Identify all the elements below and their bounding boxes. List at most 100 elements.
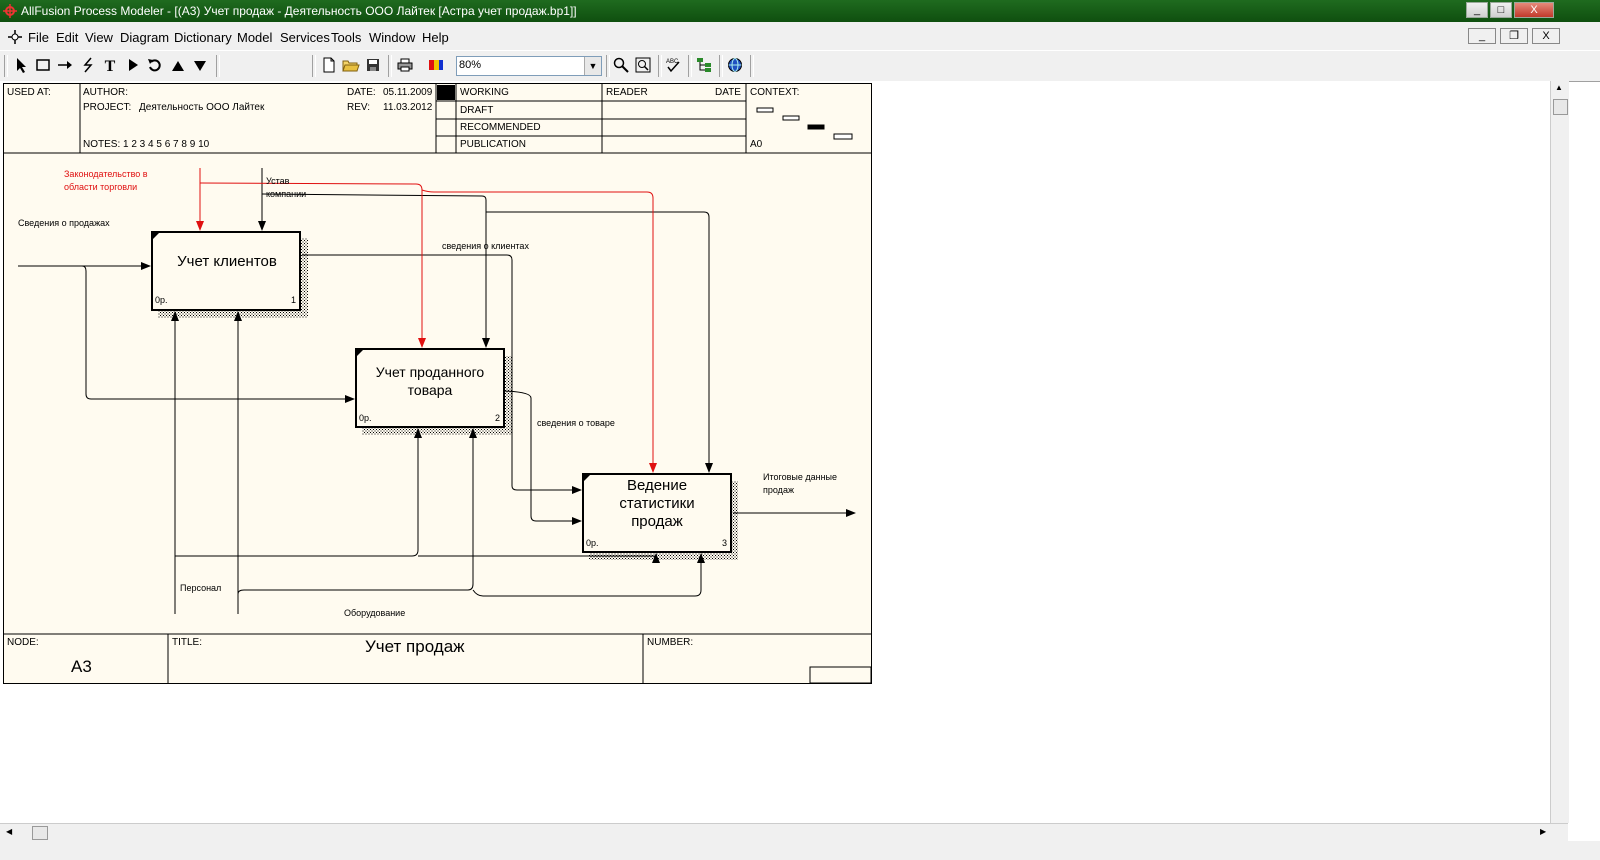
date-label: DATE: xyxy=(347,87,376,98)
toolbar-separator xyxy=(719,55,723,77)
go-to-subdiagram-icon[interactable] xyxy=(123,57,143,77)
box-1-number: 1 xyxy=(291,295,297,305)
spell-check-icon[interactable]: ABC xyxy=(663,57,683,77)
vertical-scroll-thumb[interactable] xyxy=(1553,99,1568,115)
toolbar-separator xyxy=(750,55,754,77)
diagram-title: Учет продаж xyxy=(365,637,465,656)
menu-view[interactable]: View xyxy=(85,30,113,45)
zoom-value: 80% xyxy=(459,59,482,71)
go-to-parent-icon[interactable] xyxy=(168,57,188,77)
arrow-tool-icon[interactable] xyxy=(55,57,75,77)
minimize-button[interactable]: _ xyxy=(1466,2,1488,18)
menu-bar: File Edit View Diagram Dictionary Model … xyxy=(0,22,1600,50)
arrow-goods-info[interactable] xyxy=(503,390,582,525)
context-thumbnail xyxy=(756,107,853,140)
context-label: CONTEXT: xyxy=(750,87,800,98)
context-node: A0 xyxy=(750,139,763,150)
working-status-marker xyxy=(437,85,455,100)
doc-restore-button[interactable]: ❐ xyxy=(1500,28,1528,44)
status-strip xyxy=(0,841,1600,860)
window-controls: _ □ X xyxy=(1466,2,1554,18)
box-3-cost: 0р. xyxy=(586,538,599,548)
horizontal-scrollbar[interactable]: ◀ ▶ xyxy=(0,823,1568,842)
scroll-right-icon[interactable]: ▶ xyxy=(1540,827,1547,836)
document-icon[interactable] xyxy=(8,30,22,44)
title-bar: AllFusion Process Modeler - [(A3) Учет п… xyxy=(0,0,1600,22)
arrow-label-equipment: Оборудование xyxy=(344,608,406,618)
menu-diagram[interactable]: Diagram xyxy=(120,30,170,45)
window-title: AllFusion Process Modeler - [(A3) Учет п… xyxy=(21,4,577,18)
pointer-tool-icon[interactable] xyxy=(11,57,31,77)
status-working: WORKING xyxy=(460,87,509,98)
reader-date-label: DATE xyxy=(715,87,741,98)
model-mart-globe-icon[interactable] xyxy=(725,57,745,77)
maximize-button[interactable]: □ xyxy=(1490,2,1512,18)
toolbar-separator xyxy=(688,55,692,77)
menu-window[interactable]: Window xyxy=(369,30,416,45)
squiggle-tool-icon[interactable] xyxy=(78,57,98,77)
arrow-label-totals: Итоговые данные продаж xyxy=(763,472,838,495)
rev-label: REV: xyxy=(347,102,370,113)
box-1-cost: 0р. xyxy=(155,295,168,305)
arrow-label-staff: Персонал xyxy=(180,583,222,593)
project-value: Деятельность ООО Лайтек xyxy=(139,102,265,113)
author-label: AUTHOR: xyxy=(83,87,128,98)
menu-dictionary[interactable]: Dictionary xyxy=(174,30,232,45)
menu-services[interactable]: Services xyxy=(280,30,330,45)
arrow-label-law: Законодательство в области торговли xyxy=(64,169,148,192)
close-button[interactable]: X xyxy=(1514,2,1554,18)
scroll-up-icon[interactable]: ▲ xyxy=(1555,83,1563,92)
arrow-charter-to-box3[interactable] xyxy=(486,211,713,473)
zoom-in-icon[interactable] xyxy=(611,57,631,77)
save-icon[interactable] xyxy=(363,57,383,77)
arrow-law-to-box2[interactable] xyxy=(199,182,426,348)
toolbar-separator xyxy=(4,55,8,77)
date-value: 05.11.2009 xyxy=(383,87,433,98)
arrow-staff-to-box3[interactable] xyxy=(418,553,660,563)
activity-box-1[interactable] xyxy=(151,231,301,311)
color-palette-icon[interactable] xyxy=(426,57,446,77)
arrow-law-to-box3[interactable] xyxy=(421,189,657,473)
toolbar: T 80% ▼ ABC xyxy=(0,50,1600,82)
new-file-icon[interactable] xyxy=(319,57,339,77)
arrow-label-sales-info: Сведения о продажах xyxy=(18,218,110,228)
menu-help[interactable]: Help xyxy=(422,30,449,45)
go-to-child-icon[interactable] xyxy=(190,57,210,77)
open-folder-icon[interactable] xyxy=(341,57,361,77)
vertical-scrollbar[interactable]: ▲ xyxy=(1550,81,1569,823)
scroll-left-icon[interactable]: ◀ xyxy=(6,827,13,836)
undo-icon[interactable] xyxy=(145,57,165,77)
print-icon[interactable] xyxy=(395,57,415,77)
arrow-charter-to-box2[interactable] xyxy=(261,193,490,348)
arrow-equipment-to-box3[interactable] xyxy=(472,553,705,597)
idef0-diagram-sheet: USED AT: AUTHOR: PROJECT: Деятельность О… xyxy=(3,83,872,684)
zoom-select[interactable]: 80% ▼ xyxy=(456,56,602,76)
menu-tools[interactable]: Tools xyxy=(331,30,362,45)
used-at-label: USED AT: xyxy=(7,87,51,98)
arrow-label-client-info: сведения о клиентах xyxy=(442,241,529,251)
arrow-equipment-to-box2[interactable] xyxy=(237,428,477,595)
box-tool-icon[interactable] xyxy=(33,57,53,77)
menu-model[interactable]: Model xyxy=(237,30,273,45)
status-recommended: RECOMMENDED xyxy=(460,122,541,133)
menu-edit[interactable]: Edit xyxy=(56,30,79,45)
doc-minimize-button[interactable]: _ xyxy=(1468,28,1496,44)
activity-box-3[interactable] xyxy=(582,473,732,553)
doc-close-button[interactable]: X xyxy=(1532,28,1560,44)
arrow-staff-to-box2[interactable] xyxy=(175,428,422,557)
box-2-number: 2 xyxy=(495,413,501,423)
title-label: TITLE: xyxy=(172,637,203,648)
zoom-fit-icon[interactable] xyxy=(633,57,653,77)
arrow-label-goods-info: сведения о товаре xyxy=(537,418,615,428)
arrow-client-info[interactable] xyxy=(302,254,582,494)
chevron-down-icon[interactable]: ▼ xyxy=(584,57,601,75)
node-label: NODE: xyxy=(7,637,39,648)
text-tool-icon[interactable]: T xyxy=(104,58,116,75)
arrow-sales-info-to-box2[interactable] xyxy=(81,265,355,403)
app-logo-icon xyxy=(3,4,17,18)
activity-box-2[interactable] xyxy=(355,348,505,428)
menu-file[interactable]: File xyxy=(28,30,49,45)
arrow-label-charter: Устав компании xyxy=(266,176,307,199)
model-explorer-icon[interactable] xyxy=(694,57,714,77)
horizontal-scroll-thumb[interactable] xyxy=(32,826,48,840)
